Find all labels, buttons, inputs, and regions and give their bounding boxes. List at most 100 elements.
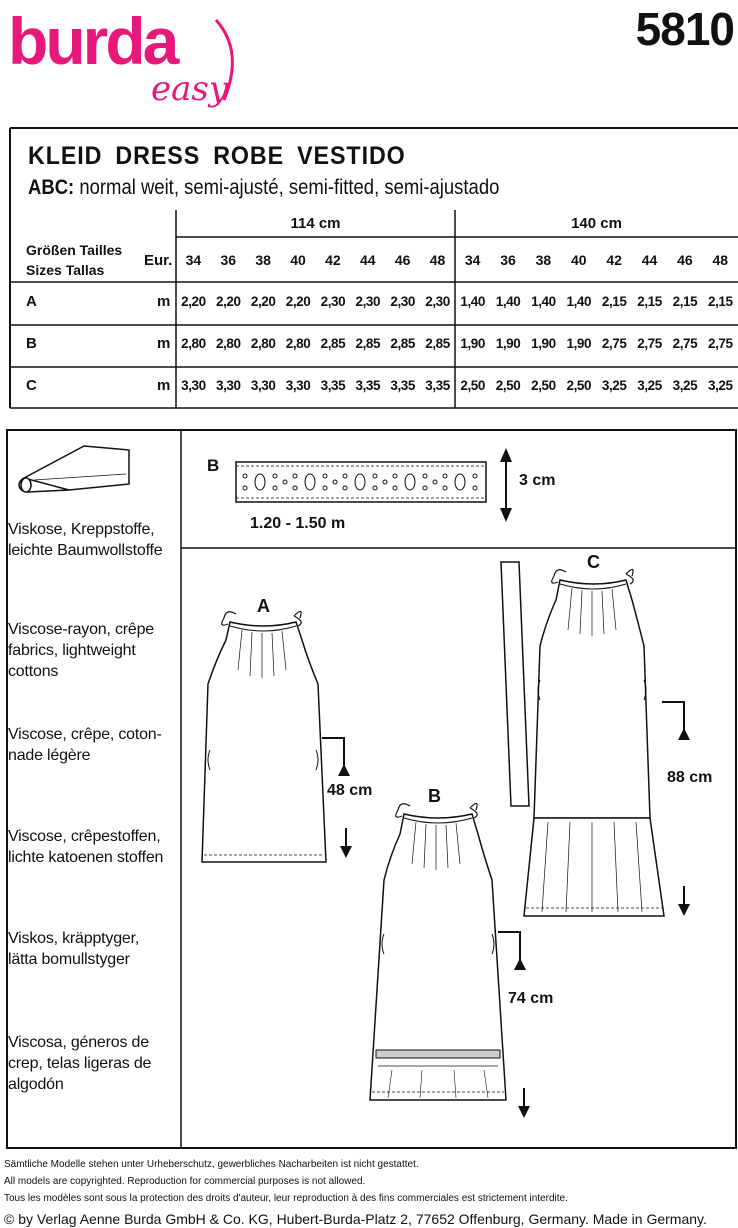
yardage-cell: 2,85 (390, 336, 416, 351)
yardage-cell: 2,15 (601, 294, 627, 309)
brand-sub: easy (151, 69, 229, 109)
fabric-fr: Viscose, crêpe, coton-nade légère (8, 726, 162, 764)
size-7: 48 (429, 252, 446, 268)
size-10: 38 (535, 252, 552, 268)
lower-frame (6, 429, 737, 1149)
size-11: 40 (571, 252, 587, 268)
yardage-cell: 3,30 (250, 378, 276, 393)
yardage-cell: 3,30 (215, 378, 241, 393)
width-140: 140 cm (571, 215, 622, 232)
publisher-address: © by Verlag Aenne Burda GmbH & Co. KG, H… (4, 1211, 707, 1227)
size-13: 44 (641, 252, 658, 268)
yardage-cell: 2,85 (320, 336, 346, 351)
trim-width: 3 cm (519, 472, 556, 489)
yardage-cell: 1,90 (495, 336, 521, 351)
size-6: 46 (394, 252, 411, 268)
figure-b-length: 74 cm (508, 990, 554, 1007)
trim-strip-illustration (235, 448, 512, 522)
title-en: DRESS (115, 142, 201, 170)
burda-easy-logo: burda easy (8, 4, 234, 109)
yardage-cell: 2,15 (707, 294, 733, 309)
title-es: VESTIDO (297, 142, 406, 170)
dress-c-illustration (523, 568, 665, 917)
yardage-cell: 3,25 (601, 378, 627, 393)
copyright-footer: Sämtliche Modelle stehen unter Urhebersc… (4, 1156, 734, 1228)
fabric-nl: Viscose, crêpestoffen, lichte katoenen s… (8, 828, 164, 866)
yardage-cell: 3,25 (637, 378, 662, 393)
size-4: 42 (325, 252, 341, 268)
size-15: 48 (712, 252, 729, 268)
row-unit: m (157, 377, 171, 394)
pattern-number: 5810 (635, 3, 735, 55)
yardage-cell: 1,40 (460, 294, 486, 309)
fabric-es: Viscosa, géneros de crep, telas ligeras … (8, 1034, 152, 1093)
yardage-cell: 3,35 (355, 378, 381, 393)
yardage-cell: 2,15 (637, 294, 662, 309)
copyright-fr: Tous les modèles sont sous la protection… (4, 1193, 568, 1204)
yardage-cell: 1,40 (495, 294, 521, 309)
size-12: 42 (606, 252, 622, 268)
row-unit: m (157, 335, 171, 352)
yardage-cell: 3,35 (320, 378, 346, 393)
yardage-cell: 3,25 (672, 378, 698, 393)
yardage-cell: 3,30 (285, 378, 311, 393)
fit-description: ABC: normal weit, semi-ajusté, semi-fitt… (28, 176, 499, 200)
yardage-cell: 2,75 (707, 336, 733, 351)
size-14: 46 (677, 252, 693, 268)
yardage-cell: 2,75 (672, 336, 698, 351)
logo-swoosh (214, 18, 234, 101)
yardage-cell: 3,35 (425, 378, 450, 393)
yardage-cell: 1,40 (566, 294, 592, 309)
yardage-cell: 2,80 (250, 336, 276, 351)
yardage-cell: 2,20 (181, 294, 206, 309)
yardage-cell: 2,20 (285, 294, 311, 309)
yardage-cell: 2,80 (285, 336, 311, 351)
yardage-cell: 2,75 (601, 336, 627, 351)
yardage-cell: 2,30 (355, 294, 381, 309)
fit-text: normal weit, semi-ajusté, semi-fitted, s… (74, 176, 500, 199)
yardage-cell: 2,50 (495, 378, 521, 393)
fabric-en: Viscose-rayon, crêpe fabrics, lightweigh… (8, 621, 155, 680)
row-label-c: C (26, 377, 37, 394)
title-fr: ROBE (213, 142, 285, 170)
yardage-cell: 1,90 (531, 336, 556, 351)
trim-length: 1.20 - 1.50 m (250, 515, 346, 532)
yardage-cell: 2,30 (390, 294, 416, 309)
fabric-sv: Viskos, kräpptyger, lätta bomullstyger (8, 930, 140, 968)
yardage-cell: 1,40 (531, 294, 556, 309)
row-label-b: B (26, 335, 37, 352)
figure-b-label: B (428, 786, 441, 806)
dress-b-illustration (369, 802, 507, 1101)
fabric-roll-icon (18, 445, 130, 493)
yardage-cell: 2,50 (566, 378, 592, 393)
fabric-de: Viskose, Kreppstoffe, leichte Baumwollst… (8, 521, 163, 559)
yardage-cell: 2,85 (355, 336, 381, 351)
size-8: 34 (464, 252, 481, 268)
yardage-cell: 2,30 (320, 294, 346, 309)
yardage-cell: 2,30 (425, 294, 450, 309)
size-0: 34 (185, 252, 202, 268)
copyright-en: All models are copyrighted. Reproduction… (4, 1176, 366, 1187)
fit-views: ABC: (28, 176, 75, 199)
trim-label: B (207, 456, 220, 475)
figure-a-length: 48 cm (327, 782, 373, 799)
yardage-cell: 2,75 (637, 336, 662, 351)
size-1: 36 (220, 252, 237, 268)
brand-name: burda (8, 4, 181, 78)
length-arrows-b (498, 931, 530, 1118)
size-label-1: Größen Tailles (26, 242, 123, 258)
yardage-cell: 2,85 (425, 336, 450, 351)
title-de: KLEID (28, 142, 103, 170)
yardage-cell: 3,25 (707, 378, 733, 393)
eur-label: Eur. (144, 252, 173, 269)
yardage-cell: 1,90 (566, 336, 592, 351)
figure-a-label: A (257, 596, 270, 616)
figure-c-length: 88 cm (667, 769, 713, 786)
yardage-cell: 2,20 (250, 294, 276, 309)
size-9: 36 (500, 252, 516, 268)
tie-band-illustration (500, 561, 530, 807)
size-3: 40 (290, 252, 306, 268)
yardage-cell: 2,80 (181, 336, 206, 351)
header-frame (9, 127, 738, 409)
dress-a-illustration (201, 610, 327, 863)
